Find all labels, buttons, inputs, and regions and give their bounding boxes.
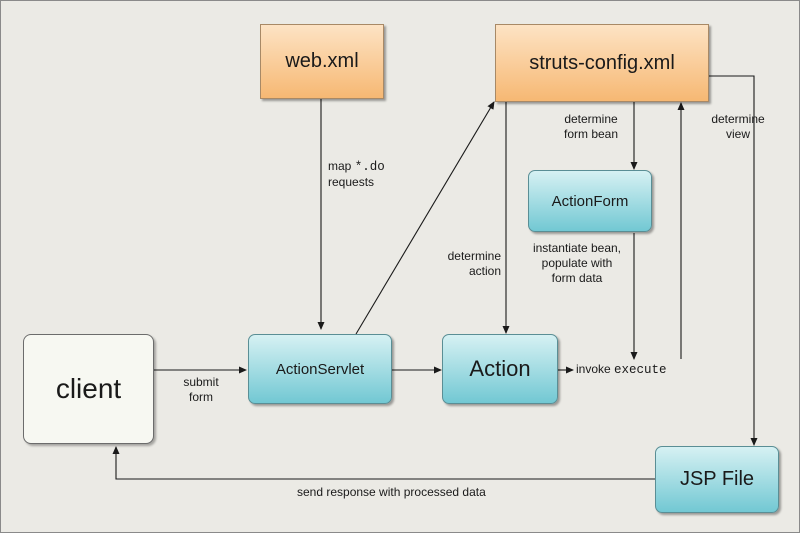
determine-form-bean-line1: determine <box>564 112 618 126</box>
instantiate-bean-label: instantiate bean, populate with form dat… <box>520 241 634 286</box>
action-box: Action <box>442 334 558 404</box>
requests-word: requests <box>328 175 375 189</box>
submit-form-label: submit form <box>173 375 229 405</box>
determine-view-label: determine view <box>708 112 768 142</box>
web-xml-label: web.xml <box>285 50 359 72</box>
client-box: client <box>23 334 154 444</box>
map-word: map <box>328 159 352 173</box>
client-label: client <box>55 373 122 404</box>
submit-word: submit <box>183 375 219 389</box>
send-response-label: send response with processed data <box>297 485 486 499</box>
actionservlet-box: ActionServlet <box>248 334 392 404</box>
determine-action-line1: determine <box>447 249 501 263</box>
actionform-label: ActionForm <box>551 192 629 210</box>
determine-form-bean-label: determine form bean <box>552 112 630 142</box>
actionform-box: ActionForm <box>528 170 652 232</box>
determine-action-label: determine action <box>421 249 501 279</box>
jsp-file-label: JSP File <box>679 468 755 490</box>
web-xml-box: web.xml <box>260 24 384 99</box>
execute-method: execute <box>614 363 667 377</box>
do-pattern: *.do <box>354 160 385 174</box>
map-do-requests-label: map *.do requests <box>328 159 385 190</box>
edge-actionservlet-to-strutsconfig <box>355 101 495 335</box>
determine-action-line2: action <box>468 264 501 278</box>
instantiate-line2: populate with <box>541 256 613 270</box>
struts-config-label: struts-config.xml <box>529 51 675 74</box>
determine-form-bean-line2: form bean <box>563 127 619 141</box>
action-label: Action <box>469 356 531 381</box>
actionservlet-label: ActionServlet <box>275 360 365 378</box>
invoke-word: invoke <box>576 362 611 376</box>
determine-view-line1: determine <box>711 112 765 126</box>
jsp-file-box: JSP File <box>655 446 779 513</box>
instantiate-line1: instantiate bean, <box>532 241 622 255</box>
edge-strutsconfig-to-jsp <box>709 75 758 446</box>
form-word: form <box>189 390 213 404</box>
edge-jsp-to-client <box>112 446 655 480</box>
struts-config-box: struts-config.xml <box>495 24 709 102</box>
instantiate-line3: form data <box>551 271 603 285</box>
determine-view-line2: view <box>725 127 750 141</box>
invoke-execute-label: invoke execute <box>576 362 667 378</box>
